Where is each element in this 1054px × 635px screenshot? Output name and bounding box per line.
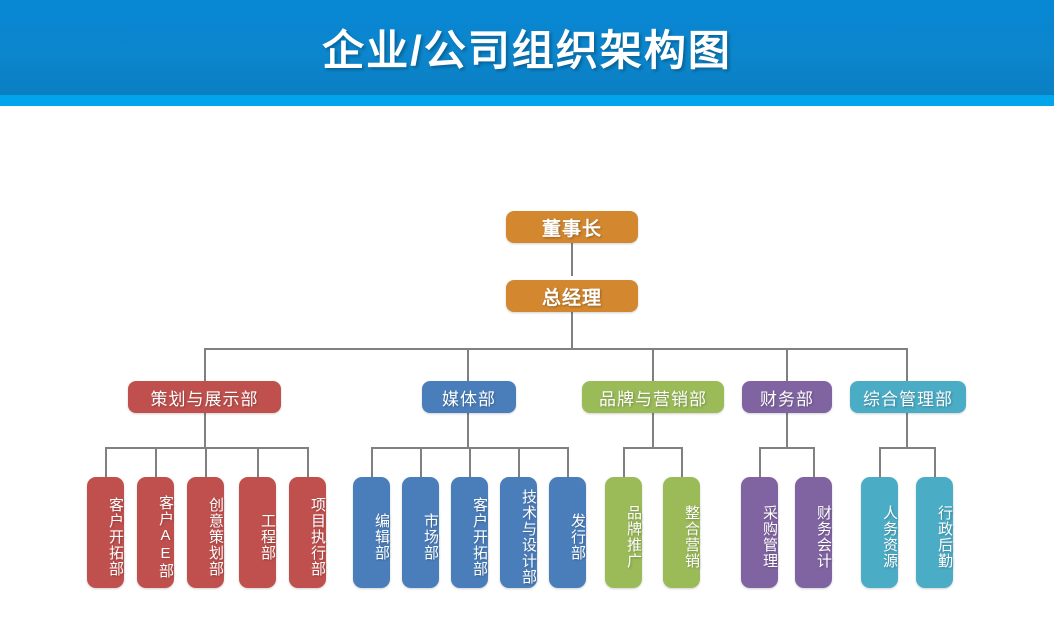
connector-drop-brand-marketing <box>652 348 654 381</box>
connector-drop-media <box>467 348 469 381</box>
connector-leaf-drop <box>155 447 157 478</box>
node-unit-creative-planning[interactable]: 创意策划部 <box>187 477 224 588</box>
connector-leaf-drop <box>205 447 207 478</box>
node-unit-distribution[interactable]: 发行部 <box>549 477 586 588</box>
connector-childbus-general-administration <box>879 447 935 449</box>
node-unit-media-client-development[interactable]: 客户开拓部 <box>451 477 488 588</box>
org-chart-canvas: 董事长 总经理 策划与展示部 媒体部 品牌与营销部 财务部 综合管理部 客户开拓… <box>0 106 1054 635</box>
connector-leaf-drop <box>371 447 373 478</box>
node-unit-market[interactable]: 市场部 <box>402 477 439 588</box>
node-unit-administrative-logistics[interactable]: 行政后勤 <box>916 477 953 588</box>
connector-childbus-finance <box>759 447 814 449</box>
connector-leaf-drop <box>813 447 815 478</box>
node-unit-engineering[interactable]: 工程部 <box>239 477 276 588</box>
connector-drop-planning-exhibition <box>204 348 206 381</box>
node-unit-human-resources[interactable]: 人务资源 <box>861 477 898 588</box>
connector-department-bus <box>204 348 907 350</box>
connector-leaf-drop <box>567 447 569 478</box>
node-unit-technology-design[interactable]: 技术与设计部 <box>500 477 537 588</box>
connector-chairman-to-gm <box>571 243 573 276</box>
connector-stem-finance <box>786 413 788 447</box>
node-department-media[interactable]: 媒体部 <box>422 381 516 413</box>
connector-leaf-drop <box>307 447 309 478</box>
connector-leaf-drop <box>879 447 881 478</box>
connector-leaf-drop <box>518 447 520 478</box>
node-department-planning-exhibition[interactable]: 策划与展示部 <box>128 381 281 413</box>
node-chairman[interactable]: 董事长 <box>506 211 638 243</box>
node-unit-client-ae[interactable]: 客户AE部 <box>137 477 174 588</box>
node-unit-financial-accounting[interactable]: 财务会计 <box>795 477 832 588</box>
connector-stem-brand-marketing <box>652 413 654 447</box>
connector-leaf-drop <box>257 447 259 478</box>
connector-drop-finance <box>786 348 788 381</box>
connector-leaf-drop <box>681 447 683 478</box>
connector-stem-planning-exhibition <box>204 413 206 447</box>
connector-drop-general-administration <box>906 348 908 381</box>
node-general-manager[interactable]: 总经理 <box>506 280 638 312</box>
node-unit-procurement-management[interactable]: 采购管理 <box>741 477 778 588</box>
connector-gm-to-bus <box>571 312 573 348</box>
node-unit-client-development[interactable]: 客户开拓部 <box>87 477 124 588</box>
connector-leaf-drop <box>105 447 107 478</box>
connector-leaf-drop <box>623 447 625 478</box>
page-title: 企业/公司组织架构图 <box>322 27 732 74</box>
connector-childbus-brand-marketing <box>623 447 682 449</box>
node-unit-integrated-marketing[interactable]: 整合营销 <box>663 477 700 588</box>
node-department-general-administration[interactable]: 综合管理部 <box>850 381 966 413</box>
node-department-brand-marketing[interactable]: 品牌与营销部 <box>582 381 724 413</box>
connector-leaf-drop <box>934 447 936 478</box>
header-accent-strip <box>0 95 1054 106</box>
node-unit-brand-promotion[interactable]: 品牌推广 <box>605 477 642 588</box>
connector-stem-media <box>467 413 469 447</box>
connector-leaf-drop <box>420 447 422 478</box>
connector-stem-general-administration <box>906 413 908 447</box>
node-department-finance[interactable]: 财务部 <box>742 381 832 413</box>
connector-leaf-drop <box>759 447 761 478</box>
node-unit-editorial[interactable]: 编辑部 <box>353 477 390 588</box>
node-unit-project-execution[interactable]: 项目执行部 <box>289 477 326 588</box>
header-banner: 企业/公司组织架构图 <box>0 0 1054 95</box>
connector-leaf-drop <box>469 447 471 478</box>
